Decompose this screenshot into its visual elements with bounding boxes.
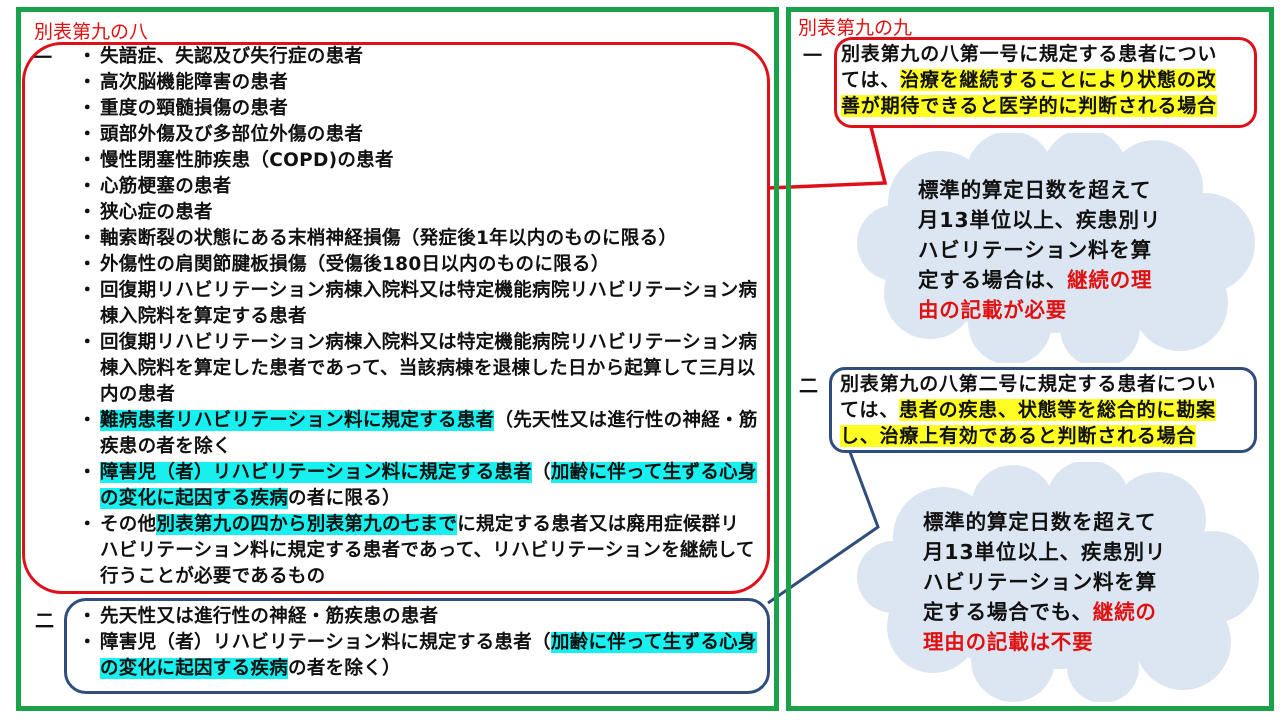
list-item: 失語症、失認及び失行症の患者	[78, 44, 758, 70]
text-line: ハビリテーション料を算	[923, 567, 1166, 597]
text-segment: 標準的算定日数を超えて	[918, 178, 1152, 202]
highlighted-text: 別表第九の四から別表第九の七まで	[156, 514, 458, 535]
text-line: 理由の記載は不要	[923, 627, 1166, 657]
section-2-number: 二	[35, 610, 55, 632]
text-segment: 軸索断裂の状態にある末梢神経損傷（発症後1年以内のものに限る）	[100, 228, 678, 249]
text-segment: 頭部外傷及び多部位外傷の患者	[100, 124, 364, 145]
text-segment: 失語症、失認及び失行症の患者	[100, 46, 364, 67]
text-line: ては、治療を継続することにより状態の改	[841, 67, 1217, 93]
list-item: 先天性又は進行性の神経・筋疾患の患者	[78, 604, 758, 630]
right-section-1-number: 一	[803, 45, 823, 67]
text-segment: 定する場合でも、	[923, 600, 1093, 624]
text-segment: 外傷性の肩関節腱板損傷（受傷後180日以内のものに限る）	[100, 254, 610, 275]
text-line: 月13単位以上、疾患別リ	[918, 205, 1161, 235]
text-segment: 別表第九の八第一号に規定する患者につい	[841, 43, 1218, 65]
cloud-shape-1	[857, 133, 1255, 363]
section-2-blue-frame	[64, 598, 770, 694]
text-segment: その他	[100, 514, 157, 535]
right-section-2-text: 別表第九の八第二号に規定する患者については、患者の疾患、状態等を総合的に勘案し、…	[840, 371, 1216, 449]
text-line: 標準的算定日数を超えて	[923, 507, 1166, 537]
text-segment: 狭心症の患者	[100, 202, 213, 223]
text-line: 月13単位以上、疾患別リ	[923, 537, 1166, 567]
list-item: 頭部外傷及び多部位外傷の患者	[78, 122, 758, 148]
list-item: 狭心症の患者	[78, 200, 758, 226]
text-line: ハビリテーション料を算	[918, 235, 1161, 265]
text-segment: ハビリテーション料を算	[923, 570, 1157, 594]
text-segment: ては、	[841, 69, 901, 91]
blue-connector	[767, 451, 880, 605]
highlighted-text: 患者の疾患、状態等を総合的に勘案	[899, 399, 1216, 421]
list-item: 心筋梗塞の患者	[78, 174, 758, 200]
text-segment: （先天性又は進行性の神経・筋疾患の者を除く	[100, 410, 758, 457]
text-segment: ハビリテーション料を算	[918, 238, 1152, 262]
text-segment: 月13単位以上、疾患別リ	[923, 540, 1167, 564]
list-item: 重度の頸髄損傷の患者	[78, 96, 758, 122]
right-section-2-number: 二	[799, 375, 819, 397]
emphasis-text: 継続の	[1092, 600, 1157, 624]
list-item: 慢性閉塞性肺疾患（COPD)の患者	[78, 148, 758, 174]
list-item: 回復期リハビリテーション病棟入院料又は特定機能病院リハビリテーション病棟入院料を…	[78, 278, 758, 330]
text-line: し、治療上有効であると判断される場合	[840, 423, 1216, 449]
cloud-1-text: 標準的算定日数を超えて月13単位以上、疾患別リハビリテーション料を算定する場合は…	[918, 175, 1161, 325]
text-line: 標準的算定日数を超えて	[918, 175, 1161, 205]
text-line: 善が期待できると医学的に判断される場合	[841, 93, 1217, 119]
text-segment: 定する場合は、	[918, 268, 1068, 292]
highlighted-text: 善が期待できると医学的に判断される場合	[841, 95, 1217, 117]
list-item: 高次脳機能障害の患者	[78, 70, 758, 96]
text-line: 定する場合でも、継続の	[923, 597, 1166, 627]
text-line: 定する場合は、継続の理	[918, 265, 1161, 295]
section-2-patient-list: 先天性又は進行性の神経・筋疾患の患者障害児（者）リハビリテーション料に規定する患…	[78, 604, 758, 682]
text-segment: 回復期リハビリテーション病棟入院料又は特定機能病院リハビリテーション病棟入院料を…	[100, 332, 758, 405]
text-line: 由の記載が必要	[918, 295, 1161, 325]
list-item: 回復期リハビリテーション病棟入院料又は特定機能病院リハビリテーション病棟入院料を…	[78, 330, 758, 408]
cloud-shape-2	[857, 462, 1259, 702]
list-item: 軸索断裂の状態にある末梢神経損傷（発症後1年以内のものに限る）	[78, 226, 758, 252]
text-segment: 高次脳機能障害の患者	[100, 72, 289, 93]
red-connector	[767, 126, 888, 190]
right-panel-title: 別表第九の九	[798, 17, 913, 39]
left-panel-beppyo-9-8	[16, 7, 779, 711]
text-segment: の者に限る）	[288, 488, 401, 509]
right-panel-beppyo-9-9	[786, 7, 1274, 711]
right-section-1-text: 別表第九の八第一号に規定する患者については、治療を継続することにより状態の改善が…	[841, 41, 1217, 119]
emphasis-text: 由の記載が必要	[918, 298, 1068, 322]
right-section-2-blue-frame	[829, 367, 1257, 453]
text-segment: ては、	[840, 399, 900, 421]
text-segment: 月13単位以上、疾患別リ	[918, 208, 1162, 232]
list-item: 障害児（者）リハビリテーション料に規定する患者（加齢に伴って生ずる心身の変化に起…	[78, 630, 758, 682]
highlighted-text: 障害児（者）リハビリテーション料に規定する患者	[100, 462, 533, 483]
text-segment: 重度の頸髄損傷の患者	[100, 98, 289, 119]
cloud-2-text: 標準的算定日数を超えて月13単位以上、疾患別リハビリテーション料を算定する場合で…	[923, 507, 1166, 657]
list-item: 外傷性の肩関節腱板損傷（受傷後180日以内のものに限る）	[78, 252, 758, 278]
highlighted-text: 難病患者リハビリテーション料に規定する患者	[100, 410, 495, 431]
text-segment: （	[532, 462, 551, 483]
emphasis-text: 理由の記載は不要	[923, 630, 1094, 654]
highlighted-text: 治療を継続することにより状態の改	[900, 69, 1217, 91]
text-line: 別表第九の八第二号に規定する患者につい	[840, 371, 1216, 397]
text-line: 別表第九の八第一号に規定する患者につい	[841, 41, 1217, 67]
text-segment: 障害児（者）リハビリテーション料に規定する患者（	[100, 632, 551, 653]
list-item: 障害児（者）リハビリテーション料に規定する患者（加齢に伴って生ずる心身の変化に起…	[78, 460, 758, 512]
text-segment: 先天性又は進行性の神経・筋疾患の患者	[100, 606, 439, 627]
list-item: 難病患者リハビリテーション料に規定する患者（先天性又は進行性の神経・筋疾患の者を…	[78, 408, 758, 460]
text-segment: に規定する患者又は廃用症候群リハビリテーション料に規定する患者であって、リハビリ…	[100, 514, 755, 587]
text-segment: 心筋梗塞の患者	[100, 176, 232, 197]
list-item: その他別表第九の四から別表第九の七までに規定する患者又は廃用症候群リハビリテーシ…	[78, 512, 758, 590]
left-panel-title: 別表第九の八	[34, 21, 149, 43]
emphasis-text: 継続の理	[1067, 268, 1153, 292]
highlighted-text: し、治療上有効であると判断される場合	[840, 425, 1197, 447]
section-1-patient-list: 失語症、失認及び失行症の患者高次脳機能障害の患者重度の頸髄損傷の患者頭部外傷及び…	[78, 44, 758, 590]
text-segment: 標準的算定日数を超えて	[923, 510, 1157, 534]
right-section-1-red-frame	[834, 37, 1257, 128]
text-segment: 回復期リハビリテーション病棟入院料又は特定機能病院リハビリテーション病棟入院料を…	[100, 280, 758, 327]
text-segment: 慢性閉塞性肺疾患（COPD)の患者	[100, 150, 394, 171]
text-line: ては、患者の疾患、状態等を総合的に勘案	[840, 397, 1216, 423]
text-segment: の者を除く）	[288, 658, 401, 679]
text-segment: 別表第九の八第二号に規定する患者につい	[840, 373, 1217, 395]
